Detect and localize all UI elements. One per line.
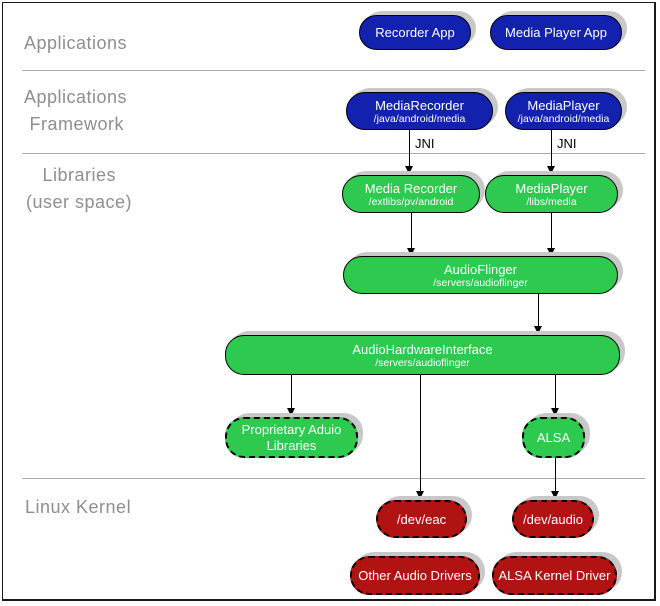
arrow-down-icon <box>547 166 555 174</box>
node-alsa-kernel-driver: ALSA Kernel Driver <box>492 556 617 595</box>
arrow-mediarecorder-jni <box>405 130 414 174</box>
node-path: /libs/media <box>526 195 577 208</box>
node-title: Media Player App <box>505 25 607 40</box>
node-proprietary-audio-libraries: Proprietary Aduio Libraries <box>225 417 358 458</box>
node-path: /servers/audioflinger <box>433 276 528 289</box>
node-path: /java/android/media <box>373 112 466 125</box>
node-path: /java/android/media <box>517 112 610 125</box>
layer-label-linux-kernel: Linux Kernel <box>25 497 132 517</box>
node-media-recorder-library: Media Recorder /extlibs/pv/android <box>342 175 480 213</box>
node-title: ALSA <box>536 430 571 445</box>
node-path: /extlibs/pv/android <box>368 195 454 208</box>
node-mediarecorder-framework: MediaRecorder /java/android/media <box>346 92 493 130</box>
node-title: ALSA Kernel Driver <box>498 568 611 583</box>
arrow-down-icon <box>551 491 559 499</box>
node-title: MediaPlayer <box>527 97 600 113</box>
node-title: /dev/audio <box>523 511 583 527</box>
node-title: AudioFlinger <box>444 261 517 277</box>
arrow-mediarecorder-to-audioflinger <box>407 213 416 256</box>
node-path: /servers/audioflinger <box>375 356 470 369</box>
node-dev-eac: /dev/eac <box>376 500 467 538</box>
node-title: MediaRecorder <box>375 97 464 113</box>
arrow-down-icon <box>551 408 559 416</box>
arrow-down-icon <box>405 166 413 174</box>
node-title: AudioHardwareInterface <box>352 341 493 357</box>
layer-label-libraries-user-space: Libraries (user space) <box>26 165 133 212</box>
node-title: Proprietary Aduio Libraries <box>241 421 342 453</box>
node-title: Media Recorder <box>364 180 458 196</box>
node-mediaplayer-library: MediaPlayer /libs/media <box>485 175 618 213</box>
node-mediaplayer-framework: MediaPlayer /java/android/media <box>505 92 622 130</box>
divider-applications-framework <box>22 70 645 71</box>
node-title: /dev/eac <box>396 511 447 527</box>
node-other-audio-drivers: Other Audio Drivers <box>350 556 480 595</box>
arrow-down-icon <box>287 408 295 416</box>
jni-label-right: JNI <box>557 136 577 151</box>
arrow-mediaplayer-to-audioflinger <box>547 213 556 256</box>
node-title: Recorder App <box>375 25 455 40</box>
node-recorder-app: Recorder App <box>359 15 471 50</box>
arrow-down-icon <box>416 491 424 499</box>
arrow-down-icon <box>547 248 555 256</box>
jni-label-left: JNI <box>415 136 435 151</box>
arrow-down-icon <box>534 326 542 334</box>
divider-framework-libraries <box>22 153 645 154</box>
node-title: Other Audio Drivers <box>358 568 472 583</box>
arrow-ahi-to-dev-eac <box>416 375 425 499</box>
layer-label-applications-framework: Applications Framework <box>24 87 128 134</box>
arrow-ahi-to-alsa <box>551 375 560 416</box>
layer-label-applications: Applications <box>24 33 128 53</box>
divider-libraries-kernel <box>22 478 645 479</box>
arrow-ahi-to-proprietary-libraries <box>287 375 296 416</box>
node-audiohardwareinterface: AudioHardwareInterface /servers/audiofli… <box>225 335 620 375</box>
node-title: MediaPlayer <box>515 180 588 196</box>
diagram-border <box>2 2 656 601</box>
node-media-player-app: Media Player App <box>490 15 622 50</box>
node-alsa: ALSA <box>522 417 585 458</box>
arrow-audioflinger-to-audiohardwareinterface <box>534 294 543 334</box>
arrow-alsa-to-dev-audio <box>551 458 560 499</box>
arrow-down-icon <box>407 248 415 256</box>
node-audioflinger: AudioFlinger /servers/audioflinger <box>343 256 618 294</box>
node-dev-audio: /dev/audio <box>512 500 594 538</box>
arrow-mediaplayer-jni <box>547 130 556 174</box>
